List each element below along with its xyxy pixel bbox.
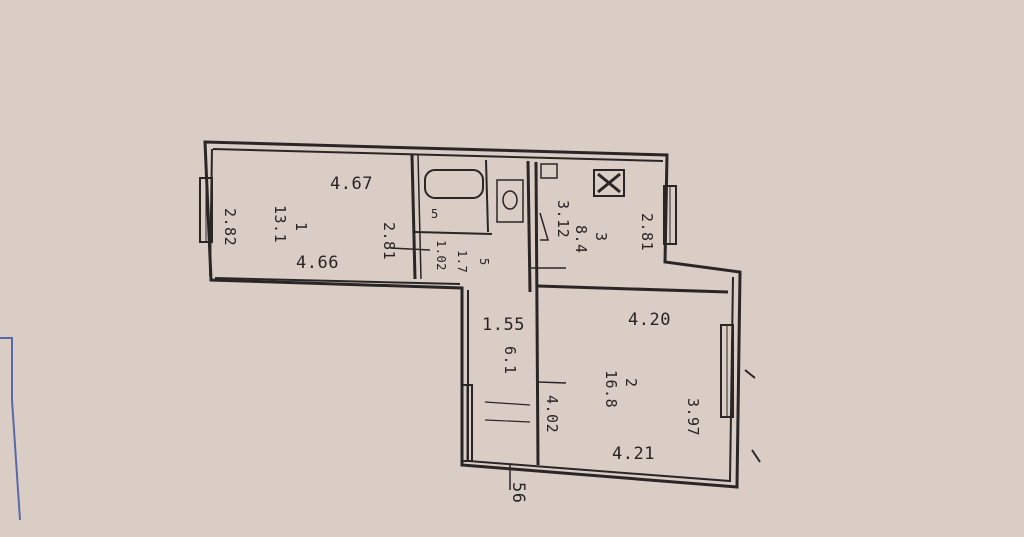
bathroom-dimension: 1.02	[434, 240, 448, 271]
outer-walls	[203, 140, 742, 489]
room-1-area: 13.1	[271, 205, 289, 243]
frame-edge	[0, 337, 21, 521]
room-2-depth-left: 4.02	[543, 395, 561, 433]
inner-walls	[410, 154, 729, 466]
room-3-depth: 2.81	[638, 213, 656, 251]
room-2-area: 16.8	[602, 370, 620, 408]
room-1-width-top: 4.67	[330, 174, 373, 194]
door-marks	[389, 247, 761, 490]
room-1-number: 1	[292, 222, 310, 232]
toilet-icon	[496, 179, 524, 223]
room-3-area: 8.4	[572, 225, 590, 254]
room-1-depth-left: 2.82	[221, 208, 239, 246]
room-2-depth-right: 3.97	[684, 398, 702, 436]
room-2-width-bottom: 4.21	[612, 444, 655, 464]
room-1-depth-right: 2.81	[380, 222, 398, 260]
windows	[199, 177, 734, 462]
room-2-number: 2	[622, 378, 640, 388]
hall-area: 6.1	[501, 346, 519, 375]
room-2-width-top: 4.20	[628, 310, 671, 330]
stove-icon	[593, 169, 625, 197]
bathroom-area: 5	[431, 207, 439, 221]
sink-icon	[540, 163, 558, 179]
room-3-number: 3	[592, 232, 610, 242]
bathtub-icon	[424, 169, 484, 199]
room-1-width-bottom: 4.66	[296, 253, 339, 273]
hall-width: 1.55	[482, 315, 525, 335]
wc-area: 1.7	[455, 250, 469, 273]
dimension-footnote: 56	[508, 482, 528, 503]
wc-label: 5	[477, 258, 491, 266]
room-3-width: 3.12	[554, 200, 572, 238]
